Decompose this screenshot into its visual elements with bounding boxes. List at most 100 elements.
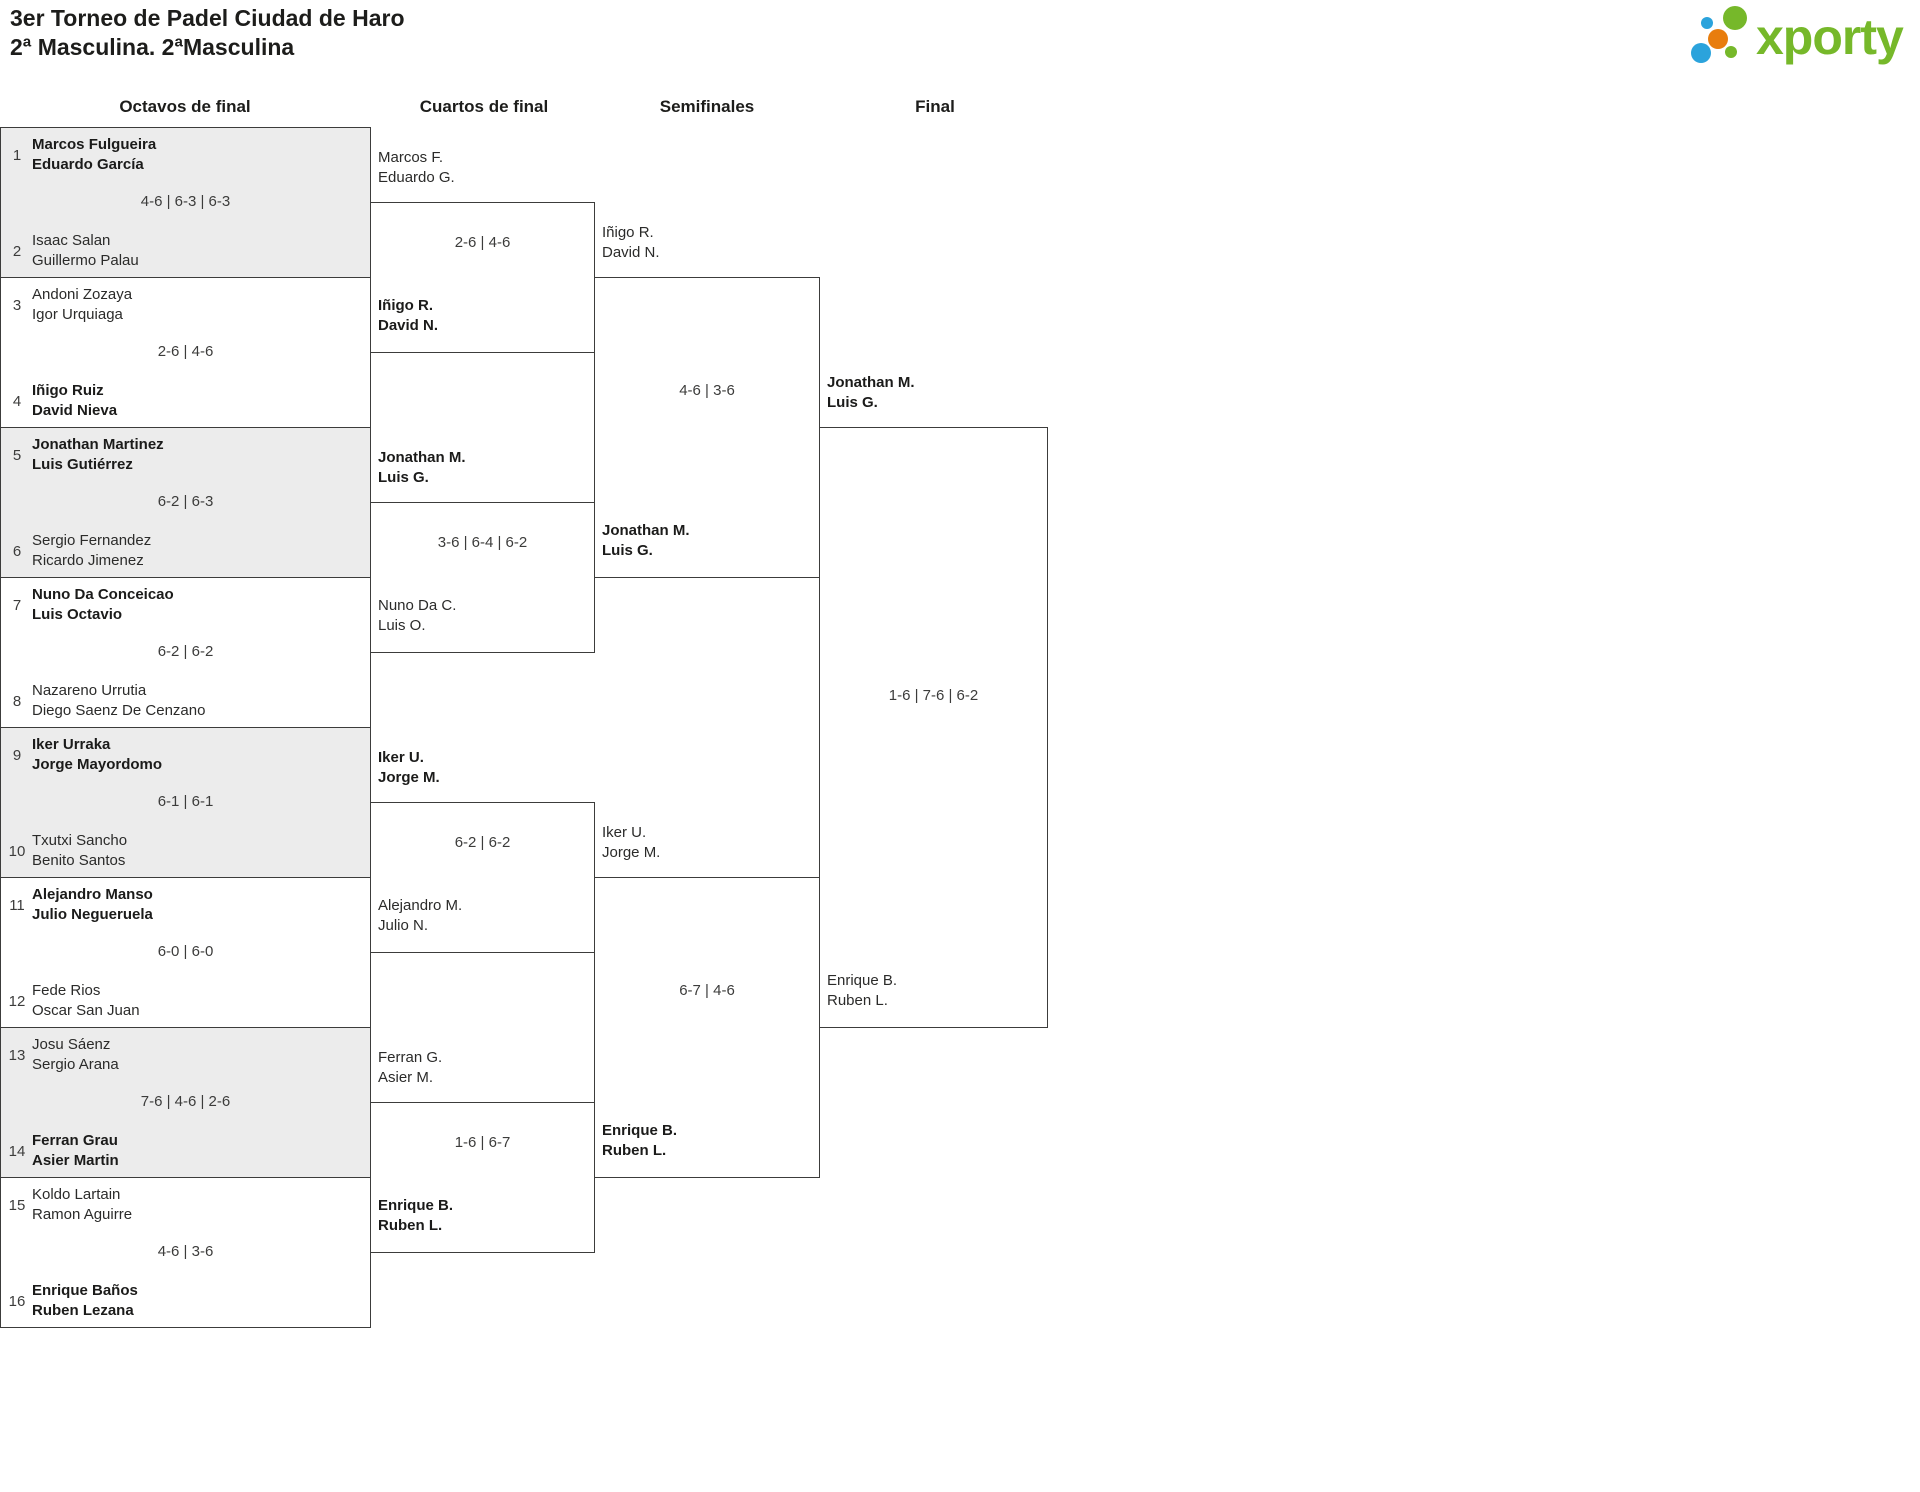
round-header-octavos: Octavos de final <box>119 97 251 116</box>
seed-number: 6 <box>12 542 22 560</box>
match-score: 6-7 | 4-6 <box>679 982 735 999</box>
seed-number: 7 <box>12 596 22 614</box>
match-score: 1-6 | 7-6 | 6-2 <box>888 687 979 704</box>
team-name: Iñigo R.David N. <box>378 297 439 334</box>
match-sf-2: Iker U.Jorge M. 6-7 | 4-6 Enrique B.Rube… <box>594 824 820 1178</box>
seed-number: 9 <box>12 746 22 764</box>
match-score: 1-6 | 6-7 <box>454 1134 511 1151</box>
round-header-semifinales: Semifinales <box>659 97 755 116</box>
seed-number: 10 <box>8 842 26 860</box>
match-score: 4-6 | 6-3 | 6-3 <box>140 193 231 210</box>
match-qf-4: Ferran G.Asier M. 1-6 | 6-7 Enrique B.Ru… <box>370 1049 595 1253</box>
round-header-final: Final <box>915 97 955 116</box>
team-name: Iker U.Jorge M. <box>602 824 661 861</box>
match-score: 6-1 | 6-1 <box>157 793 214 810</box>
match-score: 7-6 | 4-6 | 2-6 <box>140 1093 231 1110</box>
match-qf-1: Marcos F.Eduardo G. 2-6 | 4-6 Iñigo R.Da… <box>370 149 595 353</box>
team-name: Alejandro M.Julio N. <box>378 897 463 934</box>
seed-number: 3 <box>12 296 22 314</box>
match-qf-2: Jonathan M.Luis G. 3-6 | 6-4 | 6-2 Nuno … <box>370 449 595 653</box>
logo-dot-orange <box>1708 29 1728 49</box>
match-score: 6-2 | 6-2 <box>454 834 511 851</box>
team-name: Enrique B.Ruben L. <box>602 1122 678 1159</box>
logo-dot-green-small <box>1725 46 1737 58</box>
seed-number: 5 <box>12 446 22 464</box>
seed-number: 14 <box>8 1142 26 1160</box>
seed-number: 12 <box>8 992 26 1010</box>
match-score: 6-0 | 6-0 <box>157 943 214 960</box>
logo-dot-blue-small <box>1701 17 1713 29</box>
seed-number: 1 <box>12 146 22 164</box>
team-name: Nuno Da C.Luis O. <box>378 597 457 634</box>
match-score: 2-6 | 4-6 <box>157 343 214 360</box>
seed-number: 8 <box>12 692 22 710</box>
round-header-cuartos: Cuartos de final <box>419 97 549 116</box>
team-name: Jonathan M.Luis G. <box>602 522 690 559</box>
team-name: Enrique B.Ruben L. <box>378 1197 454 1234</box>
seed-number: 11 <box>9 896 25 914</box>
team-name: Jonathan M.Luis G. <box>378 449 466 486</box>
match-sf-1: Iñigo R.David N. 4-6 | 3-6 Jonathan M.Lu… <box>594 224 820 578</box>
tournament-title: 3er Torneo de Padel Ciudad de Haro <box>10 5 405 31</box>
seed-number: 16 <box>8 1292 26 1310</box>
logo-dot-blue-large <box>1691 43 1711 63</box>
seed-number: 15 <box>8 1196 26 1214</box>
match-score: 3-6 | 6-4 | 6-2 <box>437 534 528 551</box>
page-title: 3er Torneo de Padel Ciudad de Haro 2ª Ma… <box>10 4 405 62</box>
xporty-logo: xporty <box>1680 0 1910 80</box>
match-score: 2-6 | 4-6 <box>454 234 511 251</box>
team-name: Enrique B.Ruben L. <box>827 972 898 1009</box>
team-name: Iker U.Jorge M. <box>378 749 440 786</box>
logo-dot-green-large <box>1723 6 1747 30</box>
seed-number: 4 <box>12 392 22 410</box>
match-score: 4-6 | 3-6 <box>679 382 735 399</box>
logo-wordmark: xporty <box>1756 9 1904 65</box>
team-name: Jonathan M.Luis G. <box>827 374 915 411</box>
team-name: Ferran G.Asier M. <box>378 1049 443 1086</box>
seed-number: 2 <box>12 242 22 260</box>
match-qf-3: Iker U.Jorge M. 6-2 | 6-2 Alejandro M.Ju… <box>370 749 595 953</box>
match-score: 6-2 | 6-3 <box>157 493 214 510</box>
match-score: 4-6 | 3-6 <box>157 1243 214 1260</box>
match-score: 6-2 | 6-2 <box>157 643 214 660</box>
category-subtitle: 2ª Masculina. 2ªMasculina <box>10 34 295 60</box>
team-name: Marcos F.Eduardo G. <box>378 149 455 186</box>
team-name: Iñigo R.David N. <box>602 224 660 261</box>
